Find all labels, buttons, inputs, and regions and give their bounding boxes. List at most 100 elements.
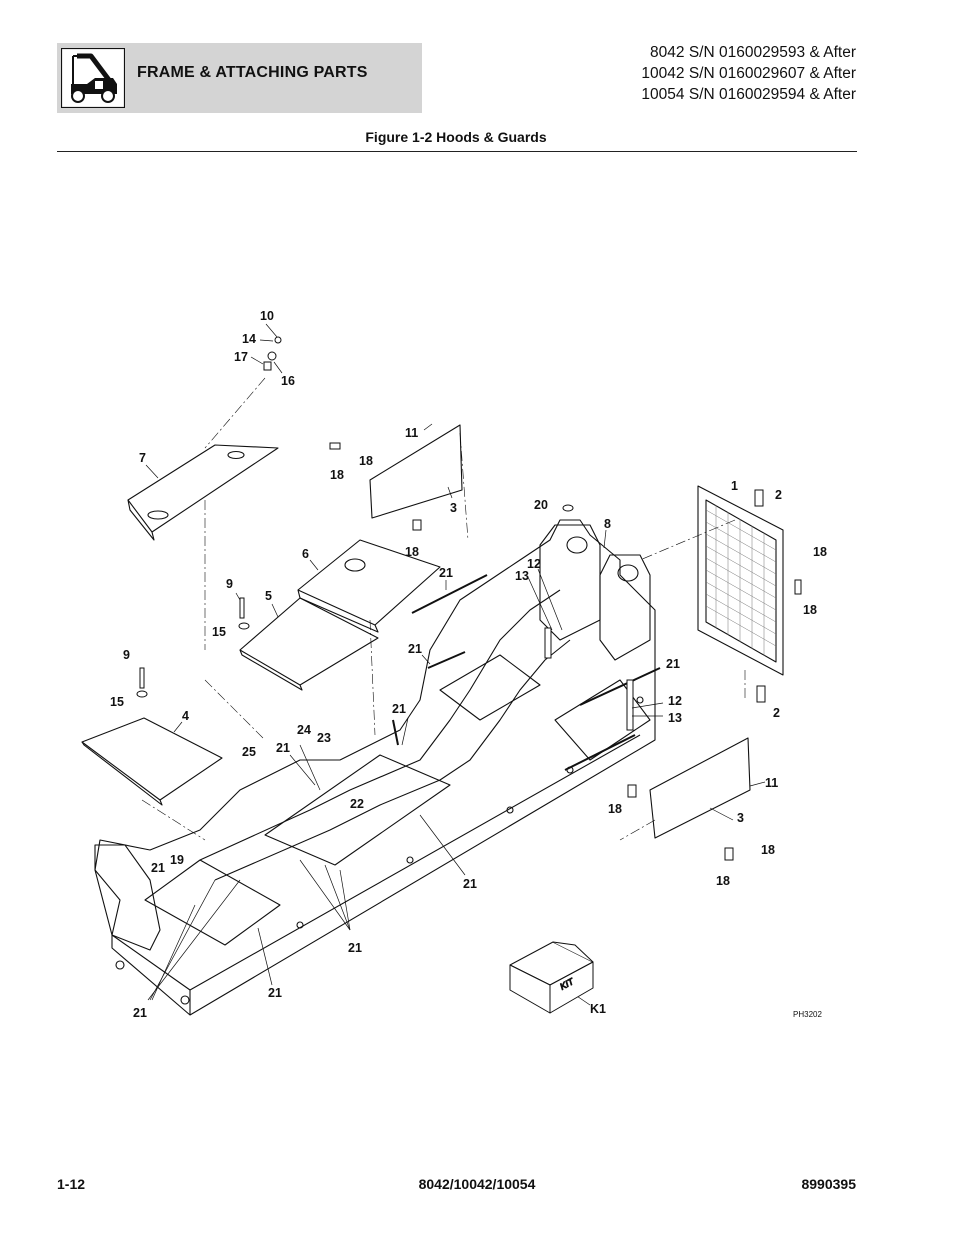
callout: 2 [773, 706, 780, 720]
header-divider [57, 151, 857, 152]
cover-plate-4-edge [81, 741, 163, 806]
page-number: 1-12 [57, 1176, 86, 1192]
engine-bay [264, 754, 451, 866]
callout: 11 [765, 776, 778, 790]
callout: 17 [234, 350, 248, 364]
bolt-9 [139, 667, 145, 689]
latch-18 [724, 847, 734, 861]
latch-18 [412, 519, 422, 531]
frame-rail [199, 589, 561, 861]
callout: 13 [515, 569, 529, 583]
figure-title: Figure 1-2 Hoods & Guards [365, 129, 547, 145]
serial-line: 10054 S/N 0160029594 & After [641, 86, 856, 103]
front-step [439, 654, 541, 721]
callout: 21 [268, 986, 282, 1000]
frame-hole [406, 856, 414, 864]
hood-panel-6 [297, 539, 441, 626]
callout: 14 [242, 332, 256, 346]
hood-panel-6-edge [297, 589, 379, 633]
radiator-grille-1-inner [705, 499, 777, 663]
callout: 18 [761, 843, 775, 857]
frame-rail-lower [214, 639, 571, 881]
frame-hole [506, 806, 514, 814]
callout: 18 [359, 454, 373, 468]
grille-mesh [705, 505, 777, 656]
callout: 18 [608, 802, 622, 816]
callout: 11 [405, 426, 418, 440]
footer-models: 8042/10042/10054 [418, 1176, 536, 1192]
callout: 12 [668, 694, 682, 708]
latch-18 [794, 579, 802, 595]
frame-hole [636, 696, 644, 704]
tower-right [599, 554, 651, 661]
callout: 7 [139, 451, 146, 465]
phantom-lines [141, 377, 746, 841]
serial-numbers: 8042 S/N 0160029593 & After 10042 S/N 01… [641, 42, 856, 105]
image-code: PH3202 [793, 1010, 822, 1019]
callout: 25 [242, 745, 256, 759]
callout: 21 [276, 741, 290, 755]
callout: 10 [260, 309, 274, 323]
callout: 21 [133, 1006, 147, 1020]
callout: 3 [737, 811, 744, 825]
serial-line: 10042 S/N 0160029607 & After [641, 65, 856, 82]
telehandler-icon [61, 48, 125, 108]
callout: 21 [439, 566, 453, 580]
callout: 19 [170, 853, 184, 867]
callout: 2 [775, 488, 782, 502]
callout: 18 [716, 874, 730, 888]
callout: 4 [182, 709, 189, 723]
callout: 15 [110, 695, 124, 709]
latch-18 [627, 784, 637, 798]
callout: 18 [813, 545, 827, 559]
section-title: FRAME & ATTACHING PARTS [137, 64, 368, 81]
callout: 6 [302, 547, 309, 561]
callout: 22 [350, 797, 364, 811]
bolt-9 [239, 597, 245, 619]
callout: 21 [392, 702, 406, 716]
side-guard-3-top [369, 424, 463, 519]
seal-strips [392, 574, 661, 771]
cover-plate-4 [81, 717, 223, 801]
callout: 15 [212, 625, 226, 639]
hood-panel-7 [127, 444, 279, 533]
washer-16 [267, 351, 277, 361]
radiator-grille-1 [697, 485, 784, 676]
panel-hole [344, 558, 366, 572]
tower-left [539, 524, 601, 641]
cover-plate-5 [239, 597, 379, 686]
latch-17 [263, 361, 272, 371]
callout: 23 [317, 731, 331, 745]
callout: 18 [330, 468, 344, 482]
callout: 21 [348, 941, 362, 955]
callout: 18 [803, 603, 817, 617]
callout: 16 [281, 374, 295, 388]
callout: 12 [527, 557, 541, 571]
frame-hole [115, 960, 125, 970]
callout: 9 [123, 648, 130, 662]
bumper-2 [756, 685, 766, 703]
callout: 21 [463, 877, 477, 891]
callout: 8 [604, 517, 611, 531]
hinge-12 [626, 679, 634, 731]
callout: 21 [408, 642, 422, 656]
callout: 21 [666, 657, 680, 671]
callout: 13 [668, 711, 682, 725]
hinge-12 [544, 627, 552, 659]
side-guard-3-lower [649, 737, 751, 839]
panel-hole [227, 450, 245, 460]
chassis-frame [94, 519, 656, 1016]
panel-hole [147, 510, 169, 520]
washer-20 [562, 504, 574, 512]
leader-lines [145, 323, 766, 1006]
callout: 5 [265, 589, 272, 603]
callout: 24 [297, 723, 311, 737]
mid-opening [554, 679, 651, 761]
serial-line: 8042 S/N 0160029593 & After [650, 44, 856, 61]
nut-14 [274, 336, 282, 344]
kit-box-k1: KIT [509, 941, 594, 1014]
pivot-hole [617, 564, 639, 582]
callout: 18 [405, 545, 419, 559]
rear-opening [144, 859, 281, 946]
callout: K1 [590, 1002, 606, 1016]
